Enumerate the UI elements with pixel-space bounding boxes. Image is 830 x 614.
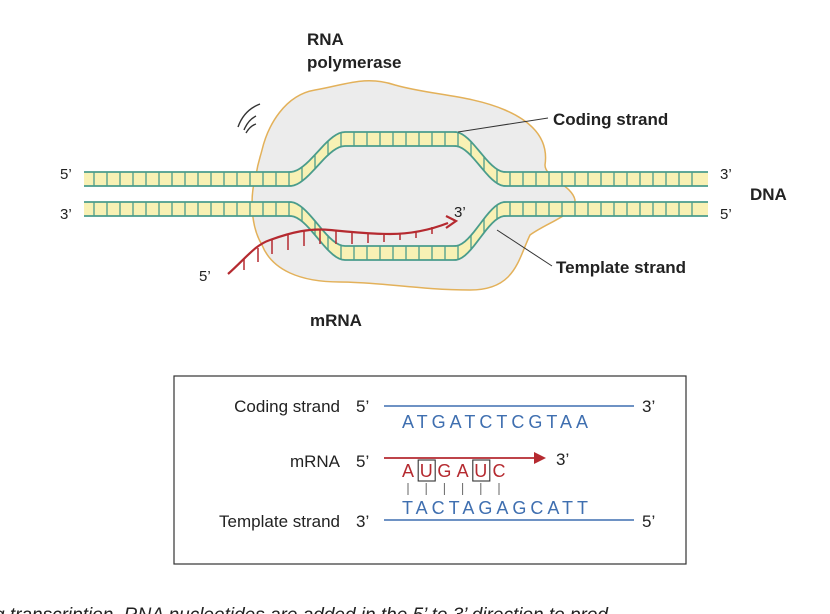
dna-top-right-end: 3’ [720,166,732,183]
mrna-backbone [227,221,449,275]
mrna-base-letter: A [457,461,469,481]
template-strand-inner-backbone [84,215,708,261]
box-mrna-arrowhead [534,452,546,464]
uracil-highlight-box [472,459,491,482]
mrna-arrowhead [445,215,459,229]
figure-caption: g transcription, RNA nucleotides are add… [0,605,609,614]
template-strand-label: Template strand [556,258,686,277]
coding-strand-leader [457,117,549,133]
dna-label: DNA [750,185,787,204]
dna-coding-strand [84,131,708,187]
mrna-five-prime-end: 5’ [199,268,211,285]
box-mrna-label: mRNA [290,452,341,471]
mrna-label: mRNA [310,311,362,330]
mrna-bases [243,227,433,270]
coding-strand-inner-backbone [84,145,708,187]
box-template-left-end: 3’ [356,512,369,531]
mrna-base-letter: U [420,461,433,481]
dna-top-left-end: 5’ [60,166,72,183]
mrna-three-prime-end: 3’ [454,204,466,221]
dna-bottom-left-end: 3’ [60,206,72,223]
box-coding-right-end: 3’ [642,397,655,416]
box-template-strand-label: Template strand [219,512,340,531]
mrna-strand [227,215,459,275]
template-strand-leader [496,229,553,267]
box-coding-left-end: 5’ [356,397,369,416]
coding-sequence: ATGATCTCGTAA [402,412,592,432]
box-template-right-end: 5’ [642,512,655,531]
uracil-highlight-box [417,459,436,482]
signal-waves-icon [237,103,261,134]
box-mrna-right-end: 3’ [556,450,569,469]
rna-polymerase-blob [251,79,576,291]
rna-polymerase-label-line2: polymerase [307,53,402,72]
dna-template-strand [84,201,708,261]
box-mrna-left-end: 5’ [356,452,369,471]
mrna-base-letter: G [437,461,451,481]
rna-polymerase-label-line1: RNA [307,30,344,49]
mrna-base-letter: C [493,461,506,481]
coding-strand-outer-backbone [84,131,708,173]
coding-strand-label: Coding strand [553,110,668,129]
mrna-base-letter: U [474,461,487,481]
template-strand-outer-backbone [84,201,708,247]
mrna-base-letter: A [402,461,414,481]
box-coding-strand-label: Coding strand [234,397,340,416]
dna-bottom-right-end: 5’ [720,206,732,223]
template-sequence: TACTAGAGCATT [402,498,592,518]
sequence-box [173,375,687,565]
